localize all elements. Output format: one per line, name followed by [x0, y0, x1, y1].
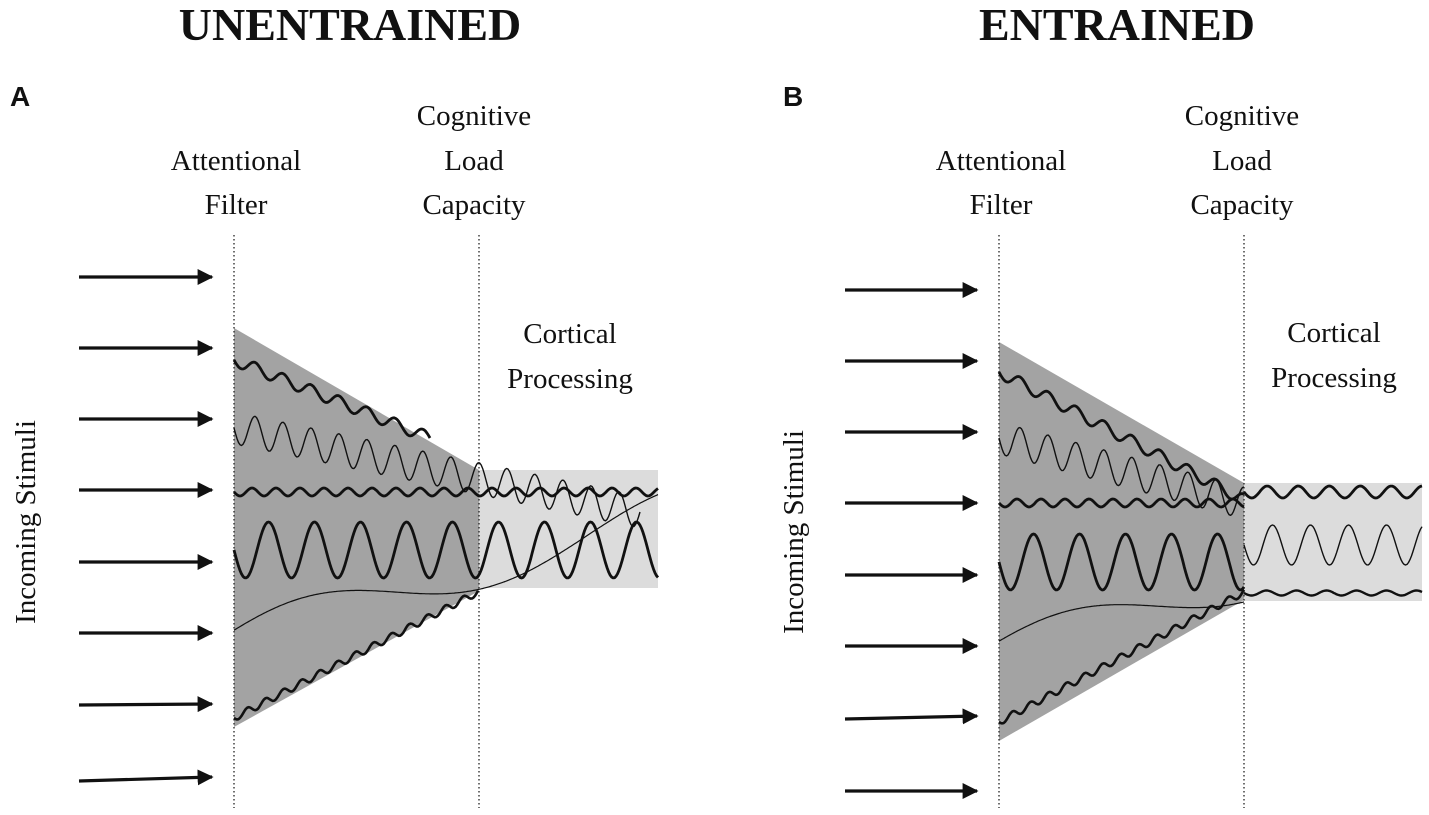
panel-a-filter-label-line2: Filter: [205, 189, 268, 221]
panel-b-signal-waves: [997, 371, 1423, 725]
panel-b-signal-wave-2: [998, 426, 1245, 516]
panel-b-signal-wave-5: [997, 532, 1246, 592]
panel-b: ENTRAINED B Attentional Filter Cognitive…: [778, 0, 1423, 808]
panel-a: UNENTRAINED A Attentional Filter Cogniti…: [10, 0, 660, 808]
panel-b-capacity-label-line1: Cognitive: [1185, 100, 1299, 132]
panel-b-signal-wave-6: [1243, 524, 1423, 566]
panel-b-signal-wave-7: [998, 601, 1245, 642]
panel-a-signal-wave-1: [232, 359, 432, 439]
panel-a-stimulus-arrows: [78, 269, 214, 786]
panel-a-letter: A: [10, 81, 30, 112]
panel-a-signal-wave-4: [232, 520, 660, 580]
panel-a-capacity-label-line2: Load: [444, 145, 504, 177]
panel-a-capacity-label-line1: Cognitive: [417, 100, 531, 132]
panel-a-capacity-label-line3: Capacity: [422, 189, 526, 221]
panel-b-y-axis-label: Incoming Stimuli: [778, 430, 810, 634]
panel-b-stimulus-arrows: [844, 282, 979, 799]
panel-a-signal-waves: [232, 359, 660, 721]
panel-b-filter-label-line2: Filter: [970, 189, 1033, 221]
panel-b-processing-label-line1: Cortical: [1287, 317, 1380, 349]
panel-a-filter-label-line1: Attentional: [171, 145, 301, 177]
panel-b-signal-wave-9: [1243, 589, 1423, 597]
panel-b-capacity-label-line2: Load: [1212, 145, 1272, 177]
panel-b-signal-wave-3: [998, 497, 1245, 509]
panel-a-processing-label-line2: Processing: [507, 363, 633, 395]
panel-a-signal-wave-3: [233, 486, 659, 498]
panel-a-processing-label-line1: Cortical: [523, 318, 616, 350]
panel-b-signal-wave-8: [998, 589, 1246, 725]
panel-b-title: ENTRAINED: [979, 0, 1255, 50]
panel-a-stimulus-arrow-8: [78, 769, 214, 786]
panel-b-signal-wave-4: [1242, 484, 1423, 500]
panel-b-stimulus-arrow-7: [844, 708, 979, 725]
panel-a-signal-wave-6: [233, 590, 480, 721]
panel-a-signal-wave-5: [233, 494, 659, 631]
panel-a-stimulus-arrow-7: [78, 696, 214, 713]
panel-a-y-axis-label: Incoming Stimuli: [10, 420, 42, 624]
panel-b-letter: B: [783, 81, 803, 112]
panel-b-processing-band: [1244, 483, 1422, 601]
panel-b-filter-label-line1: Attentional: [936, 145, 1066, 177]
panel-a-signal-wave-2: [233, 415, 641, 528]
panel-b-processing-label-line2: Processing: [1271, 362, 1397, 394]
panel-a-title: UNENTRAINED: [179, 0, 521, 50]
panel-b-signal-wave-1: [997, 371, 1245, 501]
panel-b-capacity-label-line3: Capacity: [1190, 189, 1294, 221]
